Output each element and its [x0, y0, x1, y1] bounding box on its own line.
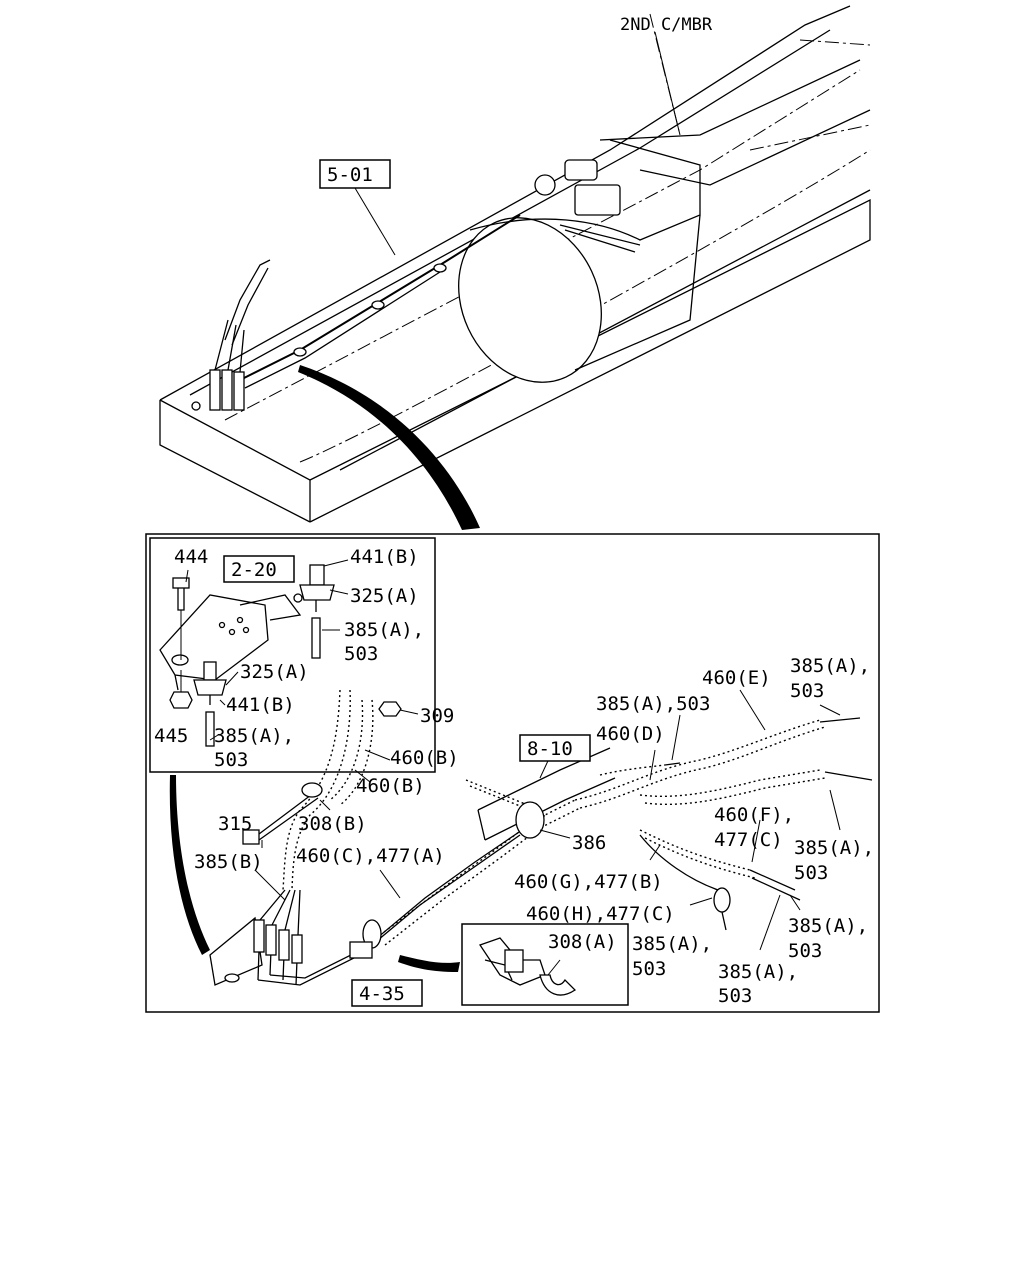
callout-503-f: 503 [794, 862, 828, 884]
chassis-frame-view [159, 5, 871, 523]
callout-308a: 308(A) [548, 931, 617, 953]
callout-385a-low: 385(A), [214, 725, 294, 747]
clip-arrow [398, 955, 460, 972]
callout-441b-top: 441(B) [350, 546, 419, 568]
callout-445: 445 [154, 725, 188, 747]
callout-460b-1: 460(B) [390, 747, 459, 769]
callout-385a-h: 385(A), [632, 933, 712, 955]
callout-503-e: 503 [790, 680, 824, 702]
callout-325a-low: 325(A) [240, 661, 309, 683]
callout-441b-low: 441(B) [226, 694, 295, 716]
callout-460h: 460(H),477(C) [526, 903, 675, 925]
callout-325a-top: 325(A) [350, 585, 419, 607]
callout-503-h: 503 [632, 958, 666, 980]
callout-385a-mid: 385(A),503 [596, 693, 710, 715]
callout-460d: 460(D) [596, 723, 665, 745]
callout-386: 386 [572, 832, 606, 854]
callout-503-r: 503 [788, 940, 822, 962]
clip-inset [461, 923, 629, 1006]
callout-308b: 308(B) [298, 813, 367, 835]
callout-503-top: 503 [344, 643, 378, 665]
callout-385b: 385(B) [194, 851, 263, 873]
callout-460c: 460(C),477(A) [296, 845, 445, 867]
callout-385a-f: 385(A), [794, 837, 874, 859]
callout-477c-f: 477(C) [714, 829, 783, 851]
ref-box-5-01-text: 5-01 [327, 164, 373, 186]
clip-drawing [478, 937, 577, 996]
callout-309: 309 [420, 705, 454, 727]
detail-arrow-top [298, 365, 480, 530]
callout-460e: 460(E) [702, 667, 771, 689]
callout-444: 444 [174, 546, 208, 568]
callout-460f: 460(F), [714, 804, 794, 826]
callout-385a-top: 385(A), [344, 619, 424, 641]
ref-box-4-35 [351, 979, 423, 1007]
ref-box-5-01 [319, 159, 391, 189]
ref-box-2-20 [223, 555, 295, 583]
crossmember-label: 2ND C/MBR [620, 15, 713, 35]
bracket-drawing [159, 559, 349, 747]
ref-box-8-10-text: 8-10 [527, 738, 573, 760]
callout-385a-r: 385(A), [788, 915, 868, 937]
callout-503-g: 503 [718, 985, 752, 1007]
callout-503-low: 503 [214, 749, 248, 771]
detail-arrow-left [169, 775, 210, 955]
ref-box-4-35-text: 4-35 [359, 983, 405, 1005]
callout-385a-e: 385(A), [790, 655, 870, 677]
callout-460g: 460(G),477(B) [514, 871, 663, 893]
callout-460b-2: 460(B) [356, 775, 425, 797]
ref-box-8-10 [519, 734, 591, 762]
harness-drawing [209, 689, 873, 986]
callout-385a-g: 385(A), [718, 961, 798, 983]
ref-box-2-20-text: 2-20 [231, 559, 277, 581]
callout-315: 315 [218, 813, 252, 835]
